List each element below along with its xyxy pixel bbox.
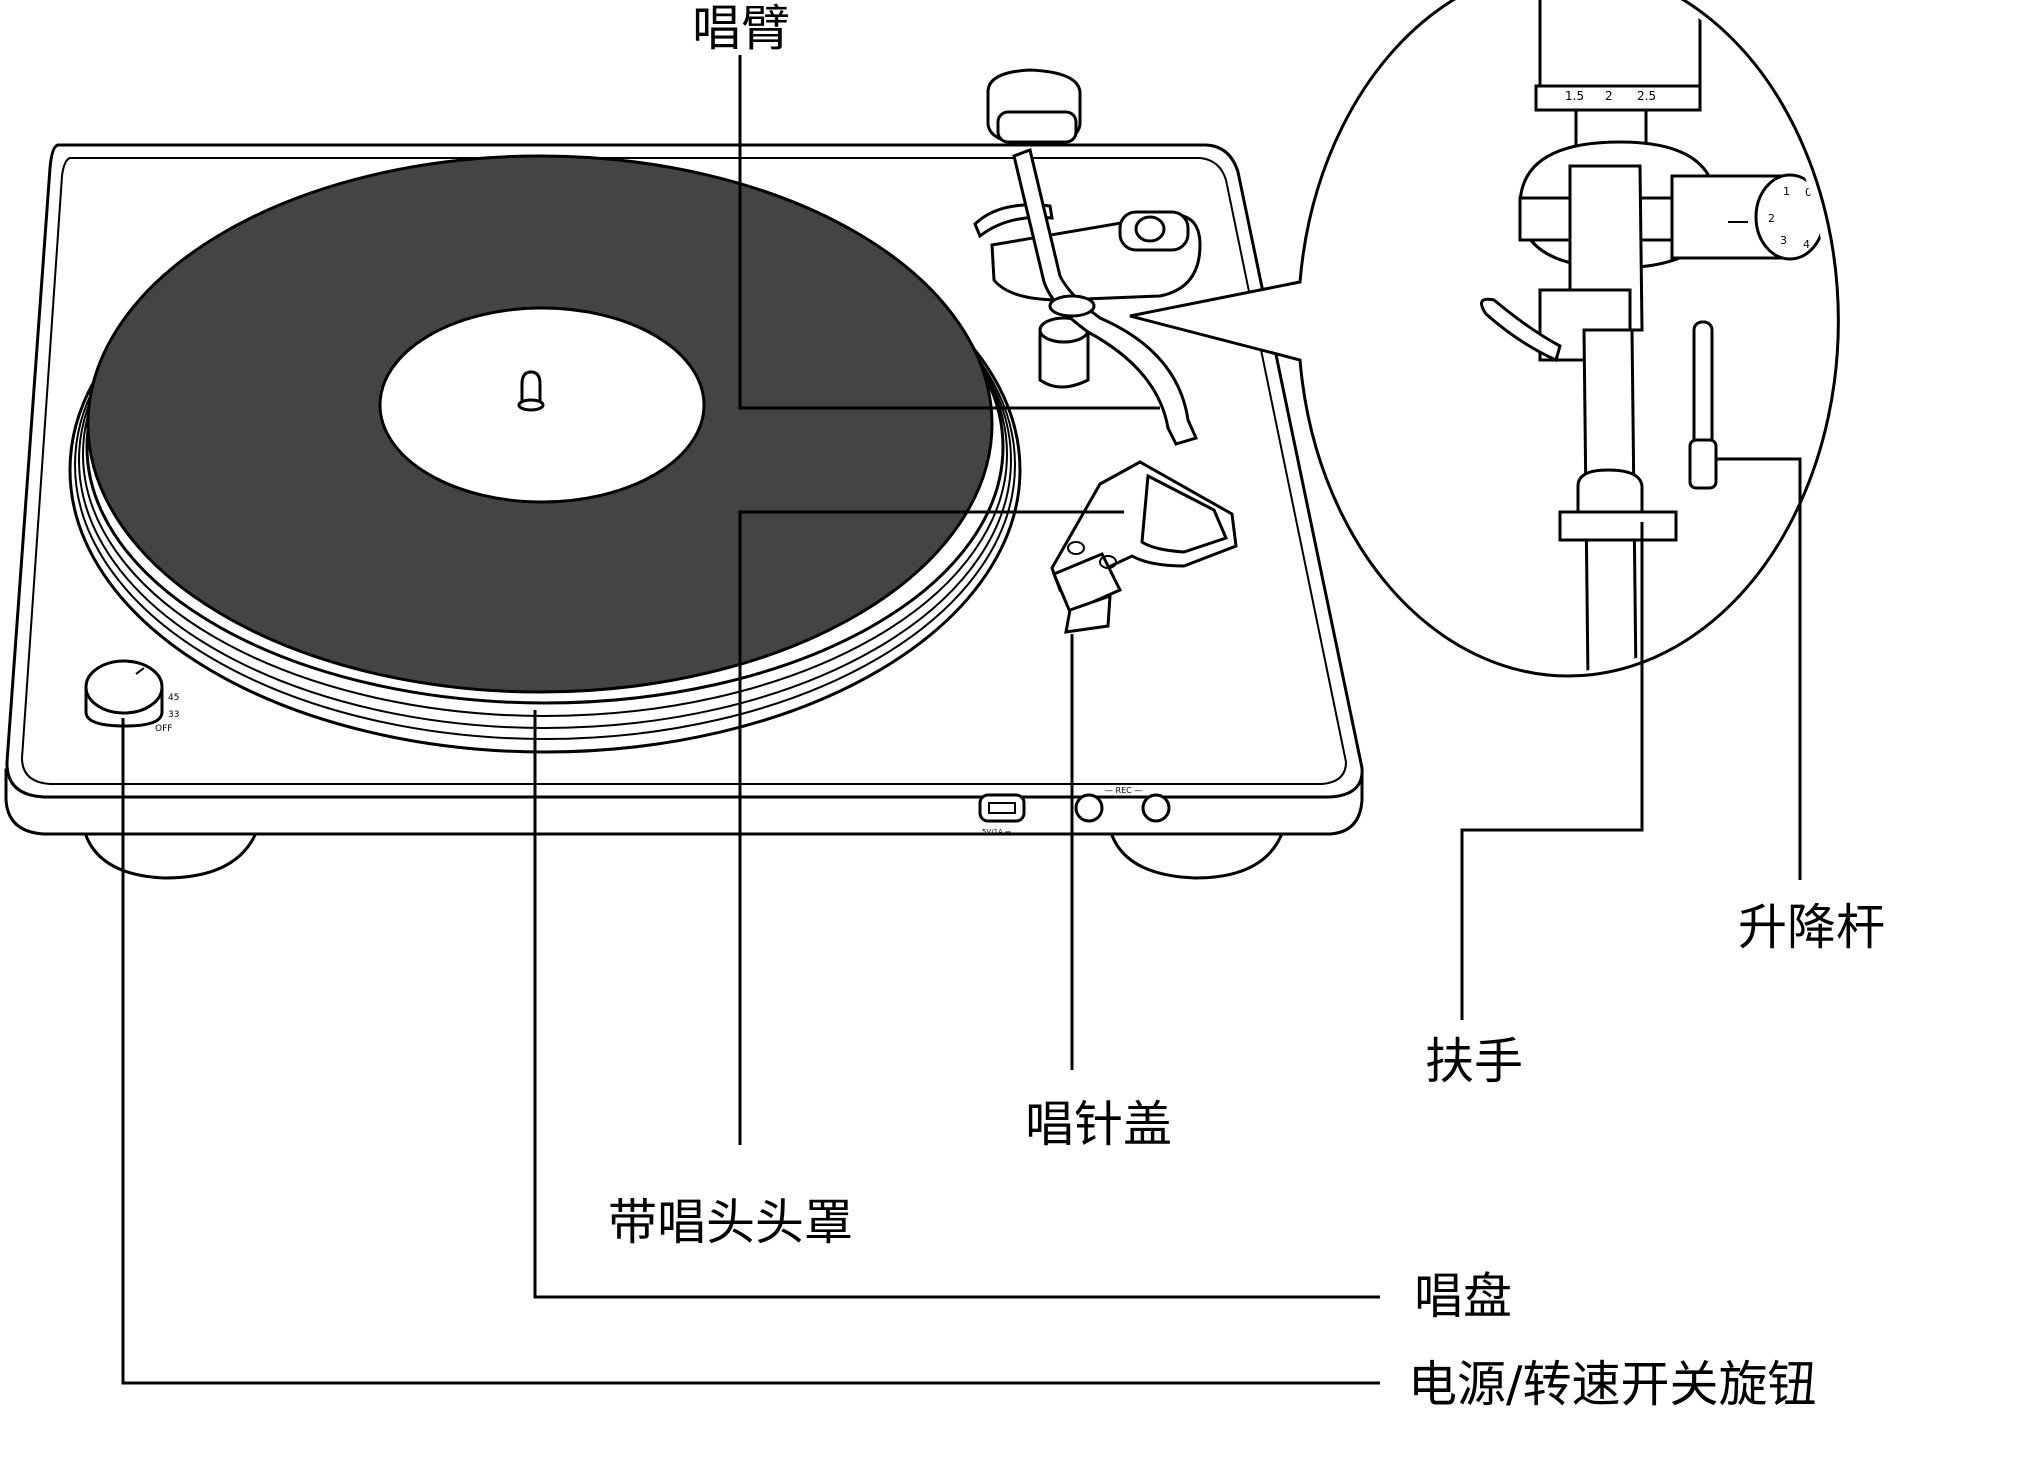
- power-speed-knob: 45 33 OFF: [84, 659, 179, 734]
- knob-mark-45: 45: [168, 693, 179, 703]
- knob-mark-off: OFF: [155, 724, 172, 734]
- scale-2: 2: [1605, 89, 1613, 103]
- rec-mark: — REC —: [1105, 786, 1142, 795]
- antiskate-2: 2: [1768, 212, 1775, 225]
- leader-finger-lift: [1460, 522, 1644, 1020]
- leader-platter: [533, 710, 1380, 1299]
- leader-lines: [121, 55, 1802, 1385]
- leader-tonearm: [738, 55, 1160, 410]
- label-stylus-guard: 唱针盖: [1025, 1096, 1173, 1153]
- antiskate-3: 3: [1780, 234, 1787, 247]
- tonearm-assembly: [973, 68, 1238, 634]
- knob-mark-33: 33: [168, 710, 179, 720]
- usb-mark: 5V/1A ⎓: [982, 828, 1011, 836]
- plinth-top-inner-edge: [20, 157, 1348, 785]
- label-platter: 唱盘: [1414, 1268, 1513, 1325]
- front-panel-ports: 5V/1A ⎓ — REC —: [978, 786, 1171, 836]
- antiskate-1: 1: [1783, 185, 1790, 198]
- detail-callout: 1.5 2 2.5 0 1 2 3 4: [1129, 0, 1840, 678]
- scale-2-5: 2.5: [1637, 89, 1656, 103]
- antiskate-4: 4: [1803, 238, 1810, 251]
- record: [86, 154, 994, 694]
- label-finger-lift: 扶手: [1425, 1033, 1524, 1090]
- label-headshell: 带唱头头罩: [608, 1194, 854, 1251]
- leader-headshell: [738, 510, 1124, 1145]
- leader-power-knob: [121, 718, 1380, 1385]
- label-power-speed-knob: 电源/转速开关旋钮: [1408, 1356, 1817, 1413]
- label-lift-lever: 升降杆: [1738, 899, 1886, 956]
- label-tonearm: 唱臂: [692, 0, 791, 57]
- scale-1-5: 1.5: [1565, 89, 1584, 103]
- spindle: [517, 370, 545, 412]
- leader-lift-lever: [1717, 457, 1802, 880]
- antiskate-0: 0: [1805, 186, 1812, 199]
